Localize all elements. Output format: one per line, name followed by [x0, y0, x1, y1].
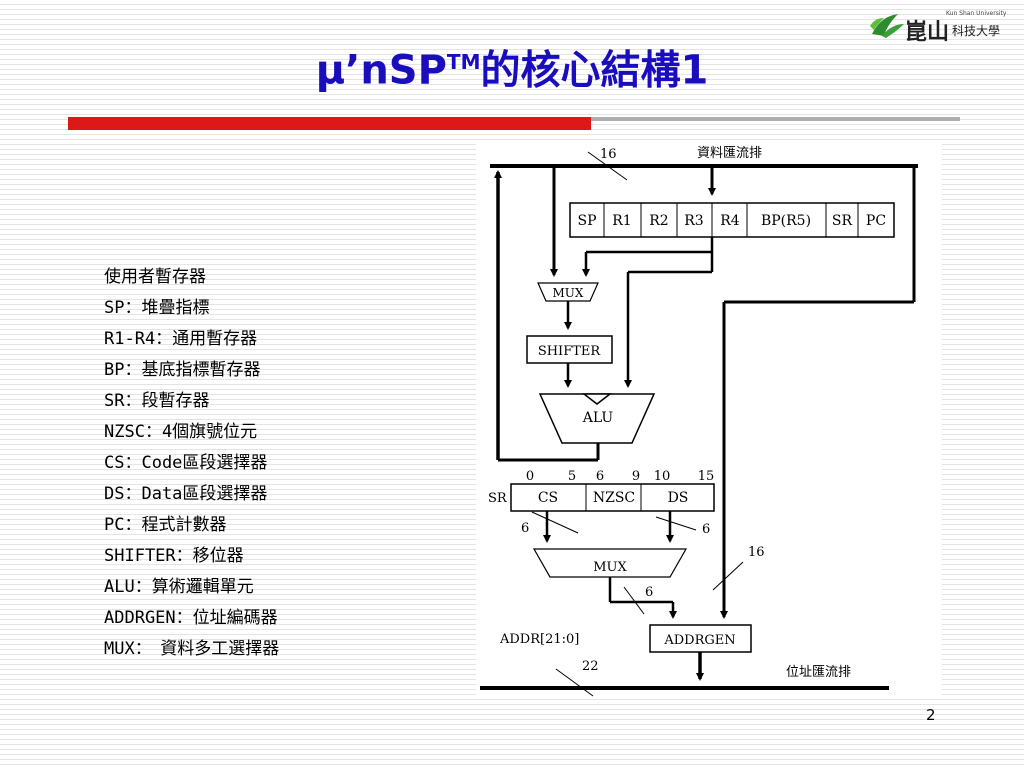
legend-item: R1-R4：通用暫存器: [104, 329, 258, 349]
legend-item: SHIFTER：移位器: [104, 546, 244, 566]
sr-bit-6: 6: [596, 469, 604, 484]
register-pc: PC: [866, 213, 886, 229]
mux-top-label: MUX: [553, 286, 584, 300]
shifter-block: [526, 335, 613, 364]
address-bus-label: 位址匯流排: [786, 665, 851, 680]
register-r3: R3: [684, 213, 703, 229]
addr-width-tick: [555, 668, 594, 697]
ds-width-tick: [655, 516, 697, 531]
sr-register-label: SR: [488, 491, 508, 506]
mux-output-width: 6: [645, 585, 653, 600]
alu-notch: [581, 393, 613, 405]
legend-item: ADDRGEN：位址編碼器: [104, 608, 278, 628]
title-trademark: TM: [446, 50, 481, 74]
register-r2: R2: [649, 213, 668, 229]
pc-path-width-tick: [712, 561, 744, 591]
sr-bit-5: 5: [568, 469, 576, 484]
register-file: [569, 202, 895, 238]
university-logo: [868, 4, 1018, 46]
mux-output-width-tick: [623, 586, 645, 615]
legend-item: CS：Code區段選擇器: [104, 453, 268, 473]
addr-label: ADDR[21:0]: [499, 632, 579, 647]
legend-item: SR：段暫存器: [104, 391, 210, 411]
legend-item: DS：Data區段選擇器: [104, 484, 268, 504]
mux-top: [537, 282, 599, 302]
mux-bottom-label: MUX: [593, 560, 627, 575]
leaf-emblem-icon: [870, 14, 904, 38]
alu-label: ALU: [582, 410, 614, 426]
pc-path-width: 16: [748, 545, 765, 560]
title-underline-gray: [591, 117, 960, 121]
data-bus-label: 資料匯流排: [697, 146, 762, 161]
register-r4: R4: [720, 213, 740, 229]
cs-width: 6: [521, 521, 529, 536]
addrgen-label: ADDRGEN: [663, 633, 735, 648]
legend-item: MUX： 資料多工選擇器: [104, 639, 280, 659]
register-sp: SP: [577, 213, 596, 229]
legend-item: ALU：算術邏輯單元: [104, 577, 254, 597]
cs-width-tick: [531, 511, 579, 534]
legend-item: 使用者暫存器: [104, 267, 206, 287]
title-main: μ’nSP: [315, 47, 447, 94]
architecture-diagram: 16 資料匯流排 16 SP R1 R2 R3 R4 BP(R5) SR PC: [476, 142, 942, 697]
shifter-label: SHIFTER: [538, 344, 602, 359]
alu-block: [538, 393, 656, 444]
page-number: 2: [926, 706, 936, 724]
addr-width: 22: [582, 659, 599, 674]
title-rest: 的核心結構1: [480, 47, 709, 94]
data-bus-width: 16: [600, 147, 617, 162]
sr-bit-15: 15: [698, 469, 715, 484]
legend-item: BP：基底指標暫存器: [104, 360, 261, 380]
sr-bit-0: 0: [526, 469, 534, 484]
logo-name: 崑山: [905, 19, 950, 45]
sr-field-ds: DS: [668, 490, 689, 506]
sr-field-cs: CS: [538, 490, 558, 506]
legend-item: NZSC：4個旗號位元: [104, 422, 258, 442]
sr-field-nzsc: NZSC: [593, 490, 635, 506]
addrgen-block: [649, 624, 752, 653]
legend-item: SP：堆疊指標: [104, 298, 210, 318]
mux-bottom: [532, 548, 688, 578]
data-bus-width-tick: [587, 151, 628, 181]
title-underline-red: [68, 117, 591, 130]
logo-caption: Kun Shan University: [946, 10, 1007, 17]
architecture-svg: 16 資料匯流排 16 SP R1 R2 R3 R4 BP(R5) SR PC: [480, 146, 918, 697]
sr-bit-9: 9: [632, 469, 640, 484]
legend-item: PC：程式計數器: [104, 515, 227, 535]
register-bp: BP(R5): [761, 213, 811, 229]
register-legend: 使用者暫存器 SP：堆疊指標 R1-R4：通用暫存器 BP：基底指標暫存器 SR…: [104, 262, 279, 665]
slide-title: μ’nSPTM的核心結構1: [0, 38, 1024, 94]
logo-subtitle: 科技大學: [952, 24, 1001, 38]
sr-register: [510, 483, 715, 512]
register-sr: SR: [832, 213, 853, 229]
ds-width: 6: [702, 522, 710, 537]
register-r1: R1: [612, 213, 631, 229]
sr-bit-10: 10: [654, 469, 671, 484]
